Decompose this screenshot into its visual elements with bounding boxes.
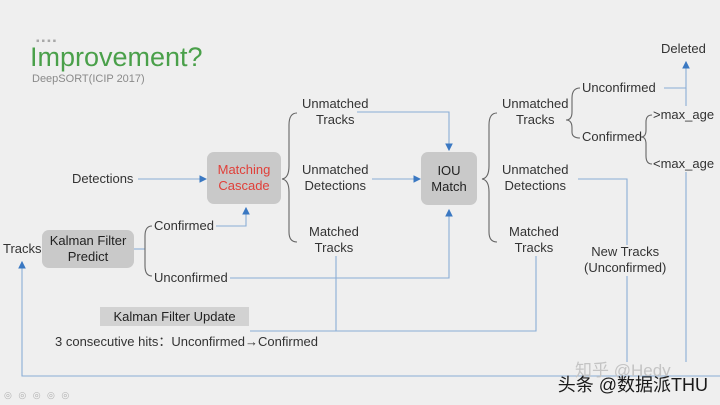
label-unmatched-detections-1-line2: Detections (304, 178, 366, 193)
wire-unmatched-tracks-to-iou (357, 111, 453, 152)
box-kalman-predict-line2: Predict (67, 249, 109, 264)
label-lt-max-age: <max_age (653, 156, 715, 171)
label-unmatched-detections-2-line2: Detections (504, 178, 566, 193)
label-unmatched-detections-1-line1: Unmatched (302, 162, 369, 177)
label-matched-tracks-2-line2: Tracks (514, 240, 554, 255)
label-unconfirmed-left: Unconfirmed (154, 270, 228, 285)
wire-unconfirmed-to-deleted (664, 60, 690, 89)
label-unmatched-tracks-2-line1: Unmatched (502, 96, 569, 111)
page-title: Improvement? (30, 42, 203, 72)
wire-loop-back (18, 260, 720, 377)
watermark-faint: 知乎 @Hedy (575, 361, 671, 380)
label-unmatched-tracks-1-line2: Tracks (315, 112, 355, 127)
page-subtitle: DeepSORT(ICIP 2017) (32, 73, 145, 85)
slide-controls-icon[interactable]: ◎ ◎ ◎ ◎ ◎ (4, 390, 72, 400)
label-gt-max-age: >max_age (653, 107, 715, 122)
label-unmatched-tracks-2-line2: Tracks (515, 112, 555, 127)
label-new-tracks: New Tracks(Unconfirmed) (584, 244, 666, 276)
label-tracks: Tracks (3, 241, 42, 256)
box-matching-cascade-line1: Matching (217, 162, 271, 177)
label-unconfirmed-right: Unconfirmed (582, 80, 656, 95)
label-detections: Detections (72, 171, 134, 186)
box-matching-cascade-line2: Cascade (218, 178, 270, 193)
label-matched-tracks-1-line1: Matched (309, 224, 359, 239)
label-confirmed-right: Confirmed (582, 129, 642, 144)
bracket-unmatched-tracks-split (565, 87, 581, 139)
wire-matched2-to-update (336, 256, 537, 332)
decor-dots: ▪▪▪▪ (36, 36, 59, 47)
box-iou-match-line2: Match (431, 178, 467, 194)
label-unmatched-tracks-1-line1: Unmatched (302, 96, 369, 111)
watermark-main: 头条 @数据派THU (557, 375, 708, 395)
label-new-tracks-line2: (Unconfirmed) (584, 260, 667, 275)
box-kalman-predict-line1: Kalman Filter (49, 233, 127, 248)
label-new-tracks-line1: New Tracks (591, 244, 660, 259)
bracket-iou-outputs (481, 112, 498, 243)
label-matched-tracks-2-line1: Matched (509, 224, 559, 239)
label-deleted: Deleted (661, 41, 706, 56)
label-confirmed-left: Confirmed (154, 218, 214, 233)
wire-matched1-to-update (250, 256, 337, 332)
box-kalman-update: Kalman Filter Update (100, 307, 249, 326)
bracket-confirmed-split (640, 114, 653, 165)
label-matched-tracks-1-line2: Tracks (314, 240, 354, 255)
wire-unmatched-dets-to-new (578, 178, 628, 245)
wire-unconfirmed-to-iou (230, 208, 453, 279)
label-unmatched-detections-2-line1: Unmatched (502, 162, 569, 177)
wire-confirmed-to-cascade (216, 206, 250, 227)
bracket-predict-split (144, 225, 153, 277)
bracket-cascade-outputs (281, 112, 298, 243)
box-iou-match-line1: IOU (437, 162, 461, 178)
label-consecutive-hits: 3 consecutive hits：Unconfirmed→Confirmed (55, 334, 318, 349)
